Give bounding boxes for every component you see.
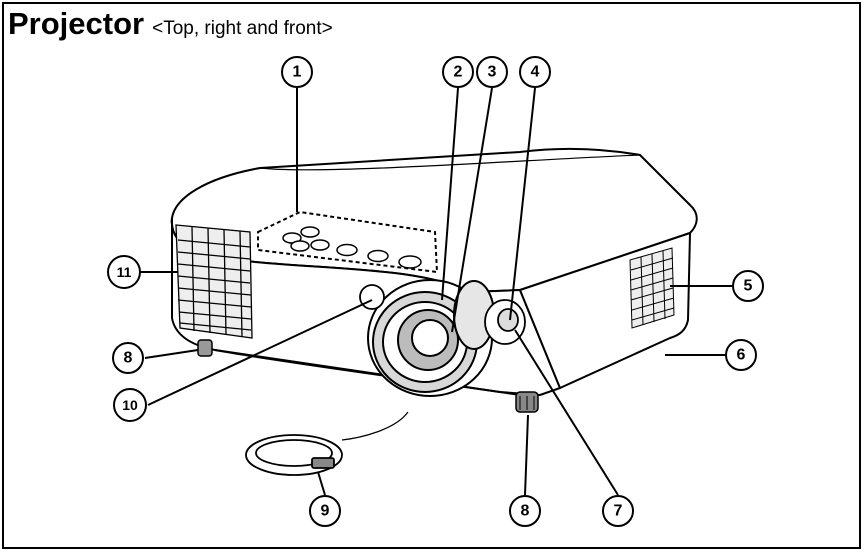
svg-text:10: 10	[122, 397, 138, 413]
adjustable-foot-left	[197, 339, 213, 357]
svg-text:6: 6	[737, 347, 746, 364]
callout-7: 7	[602, 495, 634, 527]
callout-10: 10	[113, 388, 147, 422]
title-sub: <Top, right and front>	[152, 18, 333, 39]
svg-text:7: 7	[614, 503, 623, 520]
callout-8-left: 8	[112, 342, 144, 374]
lens-shift-dial	[484, 299, 526, 345]
callout-1: 1	[281, 56, 313, 88]
svg-text:3: 3	[488, 64, 497, 81]
remote-receiver-window	[359, 284, 385, 310]
svg-text:9: 9	[321, 503, 330, 520]
svg-text:1: 1	[293, 64, 302, 81]
title-main: Projector	[8, 6, 145, 41]
adjustable-foot-right	[515, 391, 539, 413]
svg-text:11: 11	[117, 264, 132, 280]
lens-cap	[245, 411, 409, 476]
figure-title: Projector <Top, right and front>	[8, 6, 333, 42]
callout-9: 9	[309, 495, 341, 527]
svg-text:2: 2	[454, 64, 463, 81]
lens-assembly	[367, 279, 495, 397]
svg-text:8: 8	[521, 503, 530, 520]
svg-text:8: 8	[124, 350, 133, 367]
leader-lines	[140, 87, 732, 496]
callout-8-right: 8	[509, 495, 541, 527]
callout-4: 4	[519, 56, 551, 88]
callouts: 1 2 3 4 5 6 7 8	[107, 56, 764, 527]
svg-text:4: 4	[531, 64, 540, 81]
callout-3: 3	[476, 56, 508, 88]
control-panel	[257, 210, 439, 274]
svg-text:5: 5	[744, 278, 753, 295]
callout-11: 11	[107, 255, 141, 289]
callout-5: 5	[732, 270, 764, 302]
left-vent-grille	[175, 224, 253, 339]
callout-6: 6	[725, 339, 757, 371]
right-vent-grille	[629, 247, 675, 329]
callout-2: 2	[442, 56, 474, 88]
